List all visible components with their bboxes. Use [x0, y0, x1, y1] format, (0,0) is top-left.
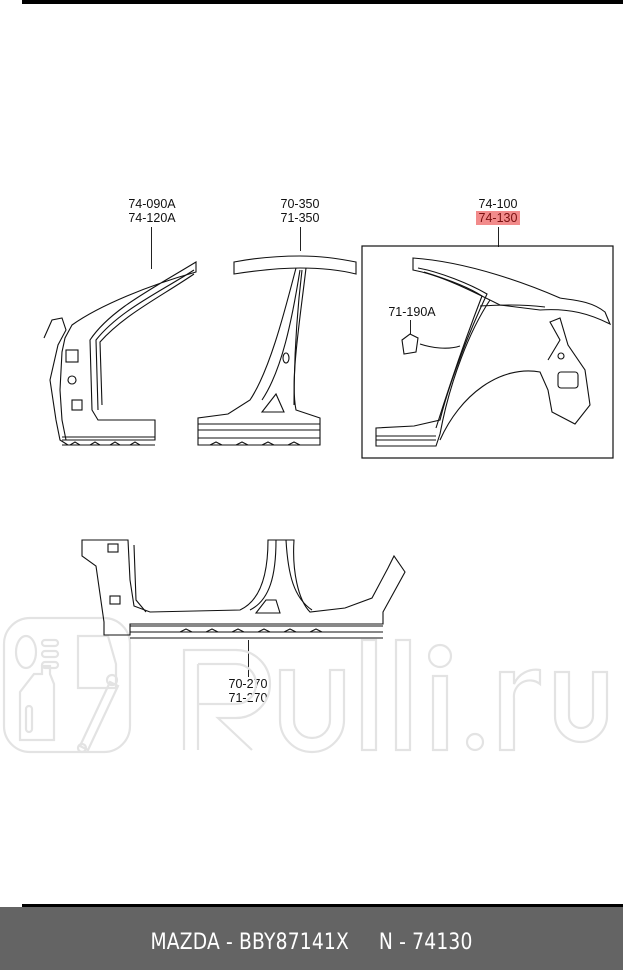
callout-a-pillar: 74-090A 74-120A — [112, 197, 192, 225]
body-side-panel-diagram — [43, 245, 614, 639]
catalog-number: N - 74130 — [378, 930, 473, 955]
leader-line — [498, 227, 499, 247]
side-sill-panel — [81, 539, 406, 639]
ruli-watermark — [2, 616, 609, 754]
rear-quarter-panel — [375, 257, 612, 447]
callout-rear-quarter: 74-100 74-130 — [460, 197, 536, 225]
callout-side-sill: 70-270 71-270 — [210, 677, 286, 705]
part-number: 71-270 — [228, 691, 268, 705]
footer-divider — [22, 904, 623, 908]
part-number: 74-120A — [128, 211, 176, 225]
leader-line — [300, 227, 301, 251]
leader-line — [151, 227, 152, 269]
part-number: 71-350 — [280, 211, 320, 225]
footer-caption: MAZDA - BBY87141X N - 74130 — [47, 930, 577, 955]
part-number: 70-350 — [280, 197, 320, 211]
leader-line — [248, 640, 249, 677]
part-number: 70-270 — [228, 677, 268, 691]
callout-b-pillar: 70-350 71-350 — [262, 197, 338, 225]
rear-quarter-highlight-frame — [361, 245, 614, 459]
a-pillar-panel — [43, 261, 197, 446]
highlighted-part-number[interactable]: 74-130 — [475, 211, 521, 225]
part-number: 71-190A — [388, 305, 436, 319]
callout-bracket: 71-190A — [380, 305, 444, 319]
top-border — [22, 0, 623, 4]
part-number: 74-100 — [478, 197, 518, 211]
b-pillar-panel — [197, 255, 357, 446]
leader-line — [410, 320, 411, 334]
part-number: 74-090A — [128, 197, 176, 211]
footer-bar — [0, 907, 623, 970]
brand-part-number: MAZDA - BBY87141X — [150, 930, 349, 955]
